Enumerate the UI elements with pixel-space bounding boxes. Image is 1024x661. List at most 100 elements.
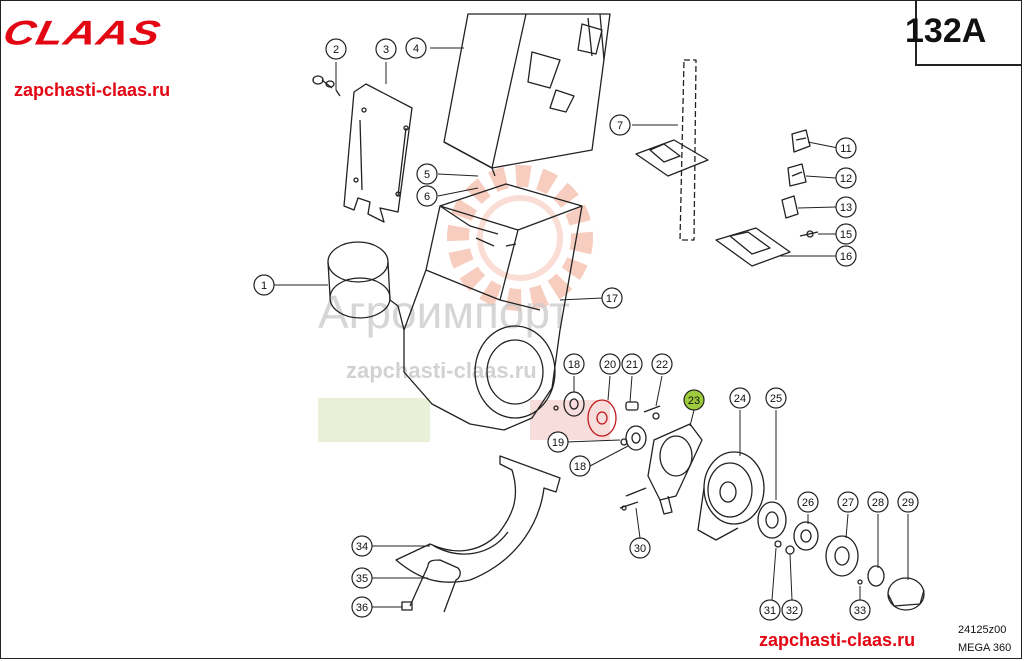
part-27-bearing-flange	[825, 535, 859, 577]
part-11-clip	[791, 129, 811, 153]
callout-circle[interactable]	[837, 491, 859, 513]
callout-circle[interactable]	[601, 287, 623, 309]
callout-circle[interactable]	[405, 37, 427, 59]
callout-number: 31	[764, 605, 776, 617]
callout-32[interactable]: 32	[781, 599, 803, 621]
callout-circle[interactable]	[416, 185, 438, 207]
callout-number: 12	[840, 173, 852, 185]
callout-number: 18	[568, 359, 580, 371]
callout-3[interactable]: 3	[375, 38, 397, 60]
callout-18[interactable]: 18	[563, 353, 585, 375]
callout-circle[interactable]	[416, 163, 438, 185]
part-13-clip	[781, 195, 799, 219]
callout-circle[interactable]	[569, 455, 591, 477]
callout-circle[interactable]	[897, 491, 919, 513]
callout-circle[interactable]	[835, 245, 857, 267]
claas-logo: CLAAS	[0, 14, 165, 53]
callout-circle[interactable]	[621, 353, 643, 375]
callout-18[interactable]: 18	[569, 455, 591, 477]
drawing-reference: 24125z00	[958, 624, 1007, 636]
callout-17[interactable]: 17	[601, 287, 623, 309]
callout-33[interactable]: 33	[849, 599, 871, 621]
callout-1[interactable]: 1	[253, 274, 275, 296]
callout-circle[interactable]	[729, 387, 751, 409]
callout-circle[interactable]	[351, 596, 373, 618]
callout-29[interactable]: 29	[897, 491, 919, 513]
callout-2[interactable]: 2	[325, 38, 347, 60]
callout-34[interactable]: 34	[351, 535, 373, 557]
callout-circle[interactable]	[835, 223, 857, 245]
callout-13[interactable]: 13	[835, 196, 857, 218]
callout-5[interactable]: 5	[416, 163, 438, 185]
callout-26[interactable]: 26	[797, 491, 819, 513]
callout-circle[interactable]	[781, 599, 803, 621]
callout-27[interactable]: 27	[837, 491, 859, 513]
callout-31[interactable]: 31	[759, 599, 781, 621]
site-link-top[interactable]: zapchasti-claas.ru	[14, 80, 171, 100]
callout-4[interactable]: 4	[405, 37, 427, 59]
callout-number: 19	[552, 437, 564, 449]
callout-circle[interactable]	[599, 353, 621, 375]
callout-number: 4	[413, 43, 419, 55]
callout-circle[interactable]	[629, 537, 651, 559]
leader-lines	[274, 47, 909, 608]
watermark-company: Агроимпорт	[318, 286, 570, 338]
callout-11[interactable]: 11	[835, 137, 857, 159]
part-19-washer	[553, 405, 628, 446]
callout-circle[interactable]	[849, 599, 871, 621]
callout-number: 20	[604, 359, 616, 371]
callout-circle[interactable]	[375, 38, 397, 60]
callout-circle[interactable]	[351, 535, 373, 557]
callout-number: 21	[626, 359, 638, 371]
callout-35[interactable]: 35	[351, 567, 373, 589]
callout-number: 13	[840, 202, 852, 214]
callout-24[interactable]: 24	[729, 387, 751, 409]
callout-23[interactable]: 23	[683, 389, 705, 411]
callout-22[interactable]: 22	[651, 353, 673, 375]
callout-21[interactable]: 21	[621, 353, 643, 375]
callout-circle[interactable]	[797, 491, 819, 513]
callout-number: 17	[606, 293, 618, 305]
machine-model: MEGA 360	[958, 642, 1012, 654]
callout-circle[interactable]	[765, 387, 787, 409]
callout-number: 1	[261, 280, 267, 292]
callout-20[interactable]: 20	[599, 353, 621, 375]
part-7-chain	[635, 59, 709, 241]
part-24-disc	[697, 451, 765, 541]
callout-circle[interactable]	[683, 389, 705, 411]
callout-30[interactable]: 30	[629, 537, 651, 559]
callout-circle[interactable]	[835, 137, 857, 159]
callout-6[interactable]: 6	[416, 185, 438, 207]
callout-circle[interactable]	[651, 353, 673, 375]
callout-circle[interactable]	[253, 274, 275, 296]
callout-28[interactable]: 28	[867, 491, 889, 513]
part-33-screw	[857, 579, 863, 585]
callout-number: 5	[424, 169, 430, 181]
part-21-key	[625, 401, 639, 411]
callout-36[interactable]: 36	[351, 596, 373, 618]
callout-number: 29	[902, 497, 914, 509]
callout-number: 24	[734, 393, 746, 405]
callout-7[interactable]: 7	[609, 114, 631, 136]
callout-25[interactable]: 25	[765, 387, 787, 409]
callout-circle[interactable]	[867, 491, 889, 513]
site-link-bottom[interactable]: zapchasti-claas.ru	[759, 630, 916, 650]
callout-number: 2	[333, 44, 339, 56]
part-25-flange	[757, 501, 787, 539]
callout-circle[interactable]	[835, 196, 857, 218]
callout-15[interactable]: 15	[835, 223, 857, 245]
callout-circle[interactable]	[351, 567, 373, 589]
part-20-rotor-hub	[587, 399, 617, 437]
callout-circle[interactable]	[547, 431, 569, 453]
callout-circle[interactable]	[563, 353, 585, 375]
callout-circle[interactable]	[759, 599, 781, 621]
callout-circle[interactable]	[325, 38, 347, 60]
callout-19[interactable]: 19	[547, 431, 569, 453]
part-4-upper-chute	[443, 13, 611, 177]
callout-number: 18	[574, 461, 586, 473]
callout-16[interactable]: 16	[835, 245, 857, 267]
callout-circle[interactable]	[609, 114, 631, 136]
callout-circle[interactable]	[835, 167, 857, 189]
callout-12[interactable]: 12	[835, 167, 857, 189]
